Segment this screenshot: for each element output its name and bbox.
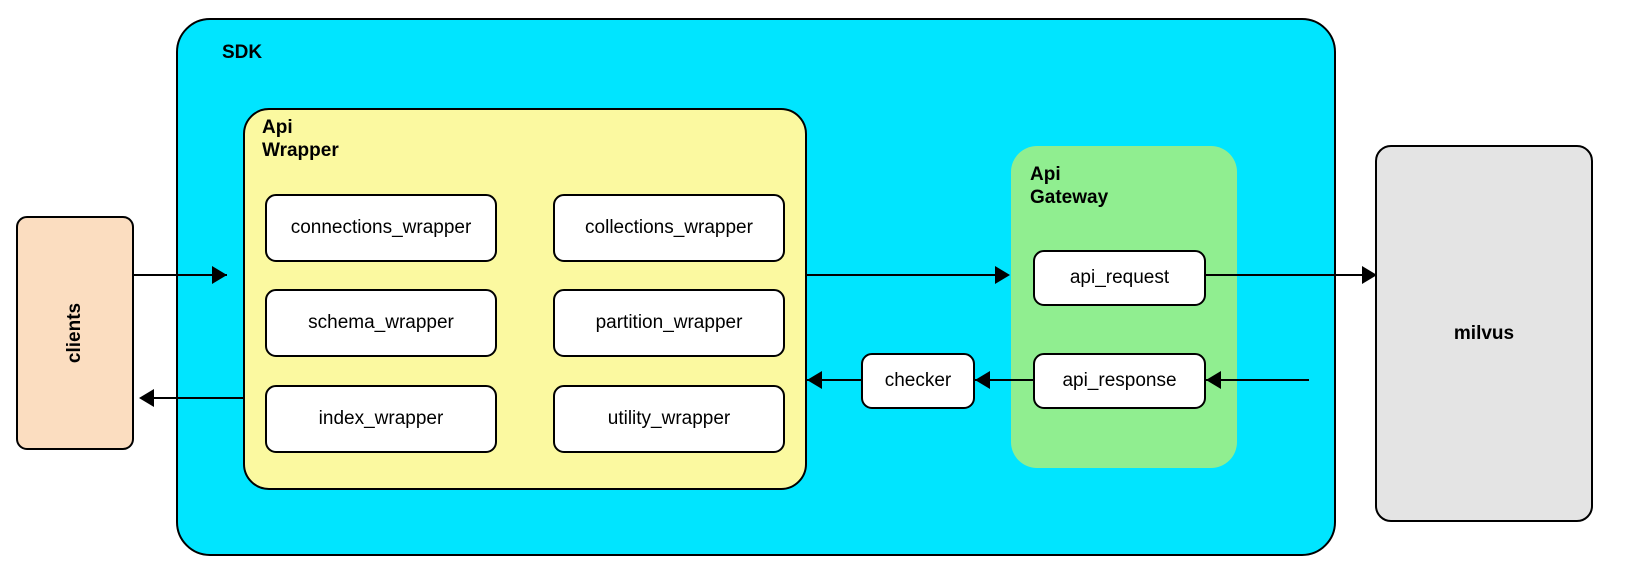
container-api-gateway-label: Api Gateway — [1030, 164, 1109, 209]
node-collections-wrapper-label: collections_wrapper — [585, 217, 753, 238]
node-index-wrapper-label: index_wrapper — [318, 408, 444, 429]
node-api-request-label: api_request — [1069, 267, 1170, 288]
container-api-wrapper-label: Api Wrapper — [262, 117, 339, 162]
node-schema-wrapper-label: schema_wrapper — [308, 312, 454, 333]
arrowhead-milvus-to-api-response — [1206, 371, 1221, 389]
node-utility-wrapper[interactable]: utility_wrapper — [553, 385, 785, 453]
edge-api-wrapper-to-api-gateway — [807, 274, 1006, 276]
node-utility-wrapper-label: utility_wrapper — [607, 408, 731, 429]
arrowhead-clients-to-api-wrapper — [212, 266, 227, 284]
arrowhead-api-wrapper-to-clients — [139, 389, 154, 407]
node-connections-wrapper-label: connections_wrapper — [290, 217, 472, 238]
node-checker[interactable]: checker — [861, 353, 975, 409]
node-checker-label: checker — [884, 370, 952, 391]
node-milvus-label: milvus — [1453, 322, 1515, 344]
arrowhead-api-request-to-milvus — [1362, 266, 1377, 284]
container-api-gateway[interactable] — [1011, 146, 1237, 468]
edge-milvus-to-api-response — [1206, 379, 1309, 381]
node-api-response[interactable]: api_response — [1033, 353, 1206, 409]
node-api-response-label: api_response — [1062, 370, 1177, 391]
edge-clients-to-api-wrapper — [134, 274, 227, 276]
node-milvus[interactable]: milvus — [1375, 145, 1593, 522]
node-connections-wrapper[interactable]: connections_wrapper — [265, 194, 497, 262]
arrowhead-api-wrapper-to-api-gateway — [995, 266, 1010, 284]
node-clients[interactable]: clients — [16, 216, 134, 450]
edge-api-response-to-checker — [975, 379, 1033, 381]
edge-checker-to-api-wrapper — [807, 379, 861, 381]
node-schema-wrapper[interactable]: schema_wrapper — [265, 289, 497, 357]
node-api-request[interactable]: api_request — [1033, 250, 1206, 306]
arrowhead-api-response-to-checker — [975, 371, 990, 389]
node-partition-wrapper[interactable]: partition_wrapper — [553, 289, 785, 357]
arrowhead-checker-to-api-wrapper — [807, 371, 822, 389]
node-clients-label: clients — [63, 302, 85, 364]
edge-api-request-to-milvus — [1206, 274, 1375, 276]
node-partition-wrapper-label: partition_wrapper — [595, 312, 743, 333]
edge-api-wrapper-to-clients — [147, 397, 243, 399]
container-sdk-label: SDK — [222, 42, 263, 63]
node-collections-wrapper[interactable]: collections_wrapper — [553, 194, 785, 262]
node-index-wrapper[interactable]: index_wrapper — [265, 385, 497, 453]
